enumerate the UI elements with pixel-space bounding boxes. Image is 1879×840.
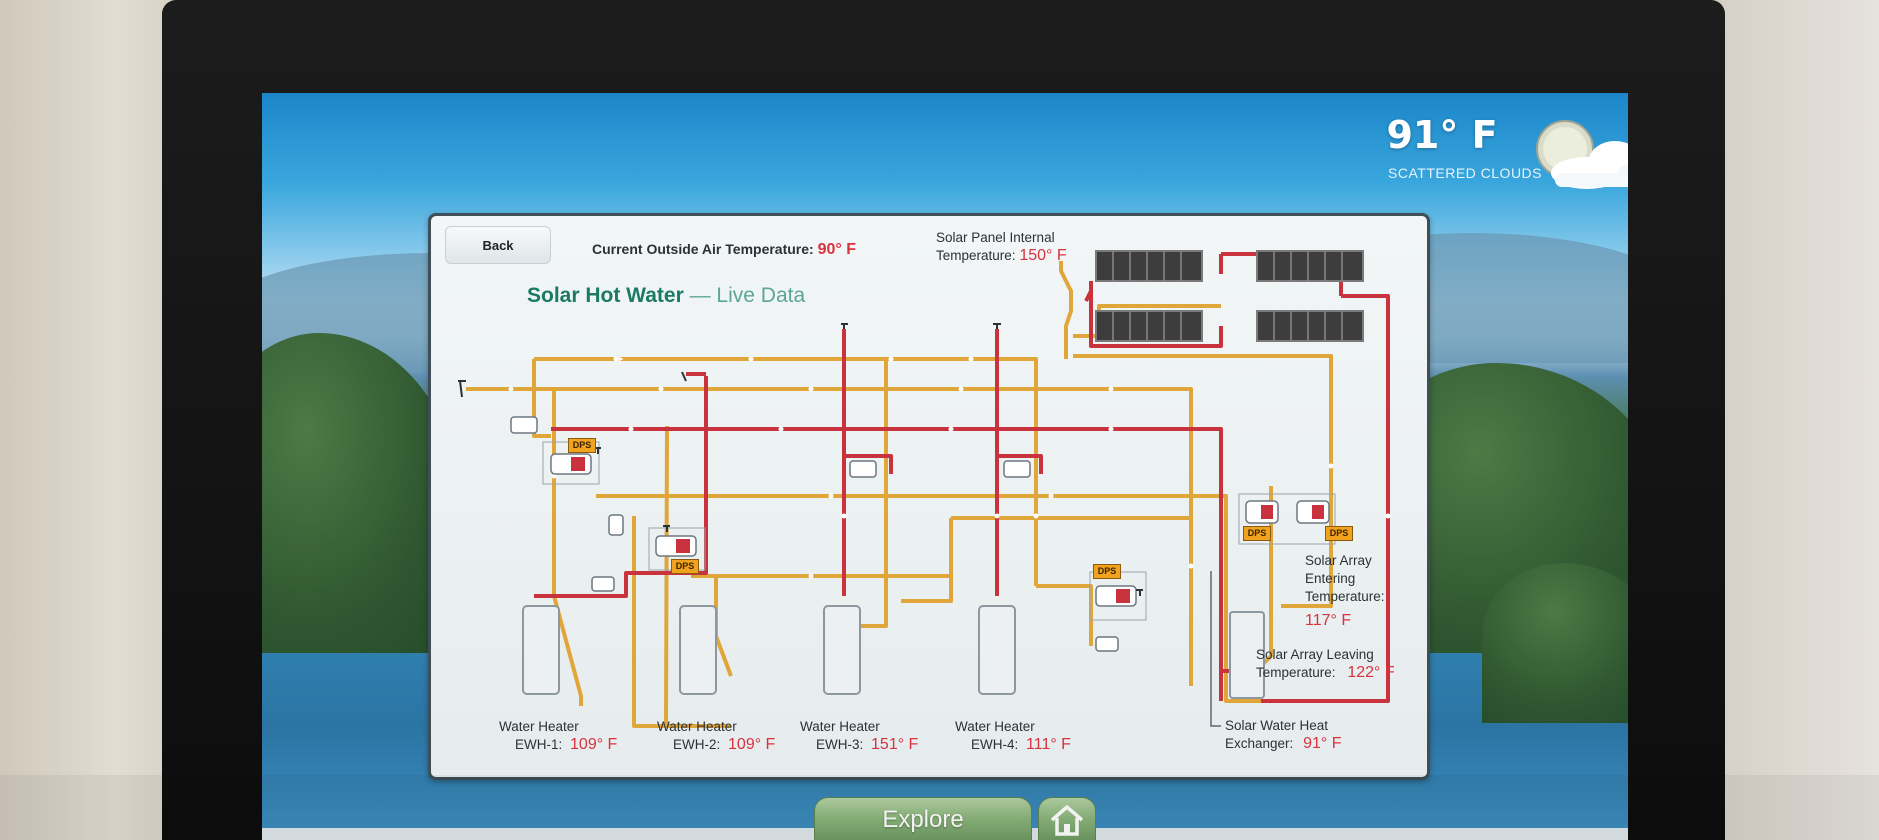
heat-exchanger-tank bbox=[1229, 611, 1265, 699]
solar-panel-array bbox=[1095, 250, 1364, 342]
water-heater-tank-1 bbox=[522, 605, 560, 695]
water-heater-tank-4 bbox=[978, 605, 1016, 695]
heater-4-line1: Water Heater bbox=[955, 719, 1035, 734]
solar-panel-label-line2: Temperature: 150° F bbox=[936, 247, 1067, 265]
explore-button[interactable]: Explore bbox=[814, 797, 1032, 840]
water-heater-tank-2 bbox=[679, 605, 717, 695]
array-entering-line3: Temperature: bbox=[1305, 589, 1385, 604]
piping-diagram bbox=[458, 250, 1391, 728]
back-button[interactable]: Back bbox=[445, 226, 551, 264]
heater-1-line1: Water Heater bbox=[499, 719, 579, 734]
water-heater-tank-3 bbox=[823, 605, 861, 695]
heater-2-line2: EWH-2: 109° F bbox=[657, 736, 775, 754]
outside-air-label-text: Current Outside Air Temperature: bbox=[592, 241, 814, 257]
heat-exchanger-value: 91° F bbox=[1303, 735, 1342, 752]
heater-1-line2: EWH-1: 109° F bbox=[499, 736, 617, 754]
array-leaving-line2: Temperature: 122° F bbox=[1256, 664, 1395, 682]
heater-2-value: 109° F bbox=[728, 736, 776, 753]
heater-2-id: EWH-2: bbox=[673, 737, 721, 752]
solar-panel-label-text: Temperature: bbox=[936, 248, 1016, 263]
dps-badge: DPS bbox=[1243, 526, 1271, 541]
heater-3-line1: Water Heater bbox=[800, 719, 880, 734]
weather-condition: SCATTERED CLOUDS bbox=[1388, 165, 1542, 181]
array-leaving-line2-text: Temperature: bbox=[1256, 665, 1336, 680]
outside-air-value: 90° F bbox=[817, 241, 857, 258]
array-entering-line1: Solar Array bbox=[1305, 553, 1372, 568]
home-button[interactable] bbox=[1038, 797, 1096, 840]
solar-panel-temp-label: Solar Panel Internal Temperature: 150° F bbox=[936, 229, 1067, 265]
page-title: Solar Hot Water — Live Data bbox=[527, 284, 805, 308]
heater-3-line2: EWH-3: 151° F bbox=[800, 736, 918, 754]
heat-exchanger-line2-text: Exchanger: bbox=[1225, 736, 1294, 751]
title-suffix: — Live Data bbox=[689, 284, 806, 307]
home-icon bbox=[1050, 804, 1084, 836]
solar-panel-label-line1: Solar Panel Internal bbox=[936, 230, 1055, 245]
array-leaving-line1: Solar Array Leaving bbox=[1256, 647, 1374, 662]
forest-island bbox=[1482, 563, 1628, 723]
array-entering-line2: Entering bbox=[1305, 571, 1356, 586]
heat-exchanger-line2: Exchanger: 91° F bbox=[1225, 735, 1341, 753]
heater-1-id: EWH-1: bbox=[515, 737, 563, 752]
dps-badge: DPS bbox=[1093, 564, 1121, 579]
solar-panel-temp-value: 150° F bbox=[1019, 247, 1067, 264]
dps-badge: DPS bbox=[568, 438, 596, 453]
water-heater-ewh2-label: Water Heater EWH-2: 109° F bbox=[657, 718, 775, 754]
array-leaving-value: 122° F bbox=[1347, 664, 1395, 681]
heat-exchanger-line1: Solar Water Heat bbox=[1225, 718, 1329, 733]
weather-temperature: 91° F bbox=[1386, 113, 1498, 157]
heater-4-line2: EWH-4: 111° F bbox=[955, 736, 1071, 754]
wall-background bbox=[1722, 0, 1879, 840]
heater-1-value: 109° F bbox=[570, 736, 618, 753]
partly-cloudy-icon bbox=[1536, 120, 1628, 189]
title-main: Solar Hot Water bbox=[527, 284, 684, 307]
array-entering-value: 117° F bbox=[1305, 612, 1352, 629]
heater-2-line1: Water Heater bbox=[657, 719, 737, 734]
heat-exchanger-label: Solar Water Heat Exchanger: 91° F bbox=[1225, 717, 1341, 753]
dps-badge: DPS bbox=[1325, 526, 1353, 541]
dps-badge: DPS bbox=[671, 559, 699, 574]
heater-3-value: 151° F bbox=[871, 736, 919, 753]
kiosk-screen: 91° F SCATTERED CLOUDS Back Current Outs… bbox=[262, 93, 1628, 840]
heater-4-value: 111° F bbox=[1026, 736, 1071, 753]
array-entering-label: Solar Array Entering Temperature: 117° F bbox=[1305, 552, 1385, 630]
heater-3-id: EWH-3: bbox=[816, 737, 864, 752]
solar-hot-water-panel: Back Current Outside Air Temperature: 90… bbox=[428, 213, 1430, 780]
heater-4-id: EWH-4: bbox=[971, 737, 1019, 752]
array-leaving-label: Solar Array Leaving Temperature: 122° F bbox=[1256, 646, 1395, 682]
water-heater-ewh3-label: Water Heater EWH-3: 151° F bbox=[800, 718, 918, 754]
water-heater-ewh1-label: Water Heater EWH-1: 109° F bbox=[499, 718, 617, 754]
water-heater-ewh4-label: Water Heater EWH-4: 111° F bbox=[955, 718, 1071, 754]
outside-air-label: Current Outside Air Temperature: 90° F bbox=[592, 241, 856, 259]
